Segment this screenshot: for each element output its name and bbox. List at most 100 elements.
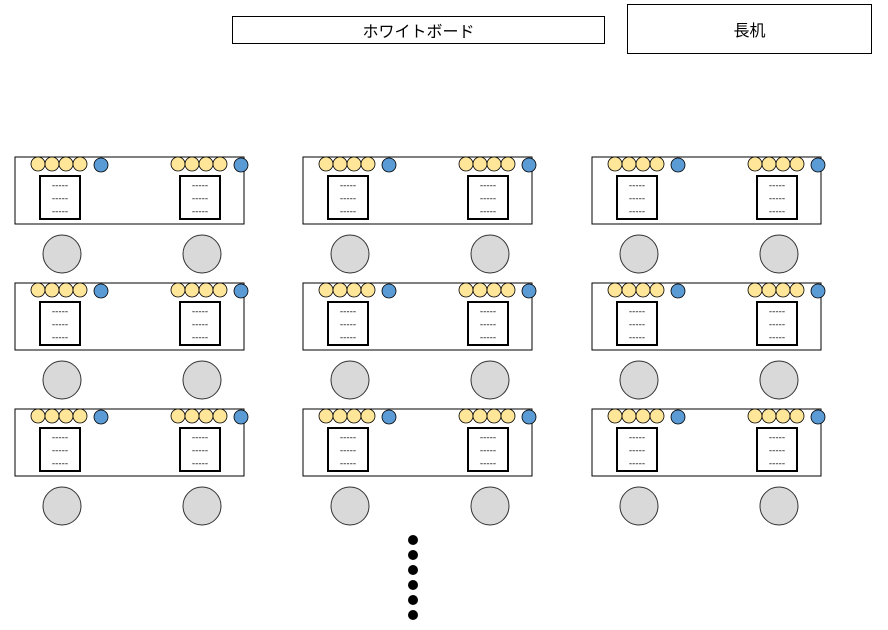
blue-item bbox=[810, 157, 826, 173]
yellow-item bbox=[184, 282, 200, 298]
document-line: ----- bbox=[340, 459, 356, 469]
yellow-item bbox=[621, 282, 637, 298]
blue-item bbox=[381, 283, 397, 299]
document bbox=[179, 175, 221, 220]
yellow-item bbox=[58, 282, 74, 298]
whiteboard-label: ホワイトボード bbox=[362, 22, 475, 41]
yellow-item bbox=[789, 408, 805, 424]
chair bbox=[330, 360, 370, 400]
document-line: ----- bbox=[629, 207, 645, 217]
yellow-item bbox=[761, 408, 777, 424]
yellow-item bbox=[44, 282, 60, 298]
yellow-item bbox=[170, 408, 186, 424]
yellow-item bbox=[318, 408, 334, 424]
document bbox=[327, 301, 369, 346]
document-line: ----- bbox=[629, 433, 645, 443]
yellow-item bbox=[747, 156, 763, 172]
chair bbox=[619, 486, 659, 526]
blue-item bbox=[233, 157, 249, 173]
blue-item bbox=[810, 409, 826, 425]
whiteboard: ホワイトボード bbox=[232, 16, 605, 44]
document-line: ----- bbox=[52, 333, 68, 343]
document-line: ----- bbox=[52, 459, 68, 469]
blue-item bbox=[670, 409, 686, 425]
document-line: ----- bbox=[52, 446, 68, 456]
yellow-item bbox=[318, 282, 334, 298]
document-line: ----- bbox=[340, 446, 356, 456]
yellow-item bbox=[761, 282, 777, 298]
document bbox=[756, 301, 798, 346]
yellow-item bbox=[170, 282, 186, 298]
continuation-dot bbox=[408, 580, 418, 590]
yellow-item bbox=[346, 282, 362, 298]
document-line: ----- bbox=[769, 194, 785, 204]
yellow-item bbox=[649, 156, 665, 172]
yellow-item bbox=[747, 408, 763, 424]
continuation-dot bbox=[408, 610, 418, 620]
document-line: ----- bbox=[769, 307, 785, 317]
document-line: ----- bbox=[769, 333, 785, 343]
chair bbox=[470, 360, 510, 400]
yellow-item bbox=[775, 282, 791, 298]
document-line: ----- bbox=[192, 181, 208, 191]
yellow-item bbox=[44, 408, 60, 424]
chair bbox=[42, 486, 82, 526]
document bbox=[756, 175, 798, 220]
chair bbox=[182, 234, 222, 274]
continuation-dot bbox=[408, 535, 418, 545]
document bbox=[327, 175, 369, 220]
document-line: ----- bbox=[192, 433, 208, 443]
yellow-item bbox=[30, 156, 46, 172]
document-line: ----- bbox=[52, 207, 68, 217]
document-line: ----- bbox=[340, 333, 356, 343]
yellow-item bbox=[607, 156, 623, 172]
document-line: ----- bbox=[480, 307, 496, 317]
yellow-item bbox=[198, 408, 214, 424]
yellow-item bbox=[649, 408, 665, 424]
document-line: ----- bbox=[340, 433, 356, 443]
blue-item bbox=[93, 409, 109, 425]
document-line: ----- bbox=[769, 433, 785, 443]
yellow-item bbox=[649, 282, 665, 298]
document-line: ----- bbox=[629, 446, 645, 456]
document bbox=[39, 301, 81, 346]
document-line: ----- bbox=[340, 320, 356, 330]
document-line: ----- bbox=[629, 333, 645, 343]
document-line: ----- bbox=[52, 320, 68, 330]
chair bbox=[330, 486, 370, 526]
yellow-item bbox=[500, 408, 516, 424]
document-line: ----- bbox=[769, 181, 785, 191]
document-line: ----- bbox=[480, 320, 496, 330]
continuation-dot bbox=[408, 565, 418, 575]
yellow-item bbox=[621, 156, 637, 172]
long-desk-label: 長机 bbox=[733, 21, 766, 40]
document-line: ----- bbox=[769, 459, 785, 469]
blue-item bbox=[521, 283, 537, 299]
blue-item bbox=[233, 283, 249, 299]
document bbox=[467, 301, 509, 346]
yellow-item bbox=[472, 408, 488, 424]
document-line: ----- bbox=[629, 181, 645, 191]
chair bbox=[470, 234, 510, 274]
yellow-item bbox=[635, 408, 651, 424]
yellow-item bbox=[635, 156, 651, 172]
yellow-item bbox=[58, 408, 74, 424]
document-line: ----- bbox=[192, 207, 208, 217]
blue-item bbox=[233, 409, 249, 425]
blue-item bbox=[521, 157, 537, 173]
chair bbox=[182, 360, 222, 400]
document-line: ----- bbox=[340, 307, 356, 317]
chair bbox=[619, 234, 659, 274]
document-line: ----- bbox=[480, 194, 496, 204]
document-line: ----- bbox=[340, 207, 356, 217]
chair bbox=[759, 360, 799, 400]
document-line: ----- bbox=[192, 320, 208, 330]
document bbox=[179, 301, 221, 346]
blue-item bbox=[381, 157, 397, 173]
yellow-item bbox=[198, 282, 214, 298]
yellow-item bbox=[212, 156, 228, 172]
yellow-item bbox=[472, 156, 488, 172]
chair bbox=[759, 234, 799, 274]
yellow-item bbox=[72, 282, 88, 298]
